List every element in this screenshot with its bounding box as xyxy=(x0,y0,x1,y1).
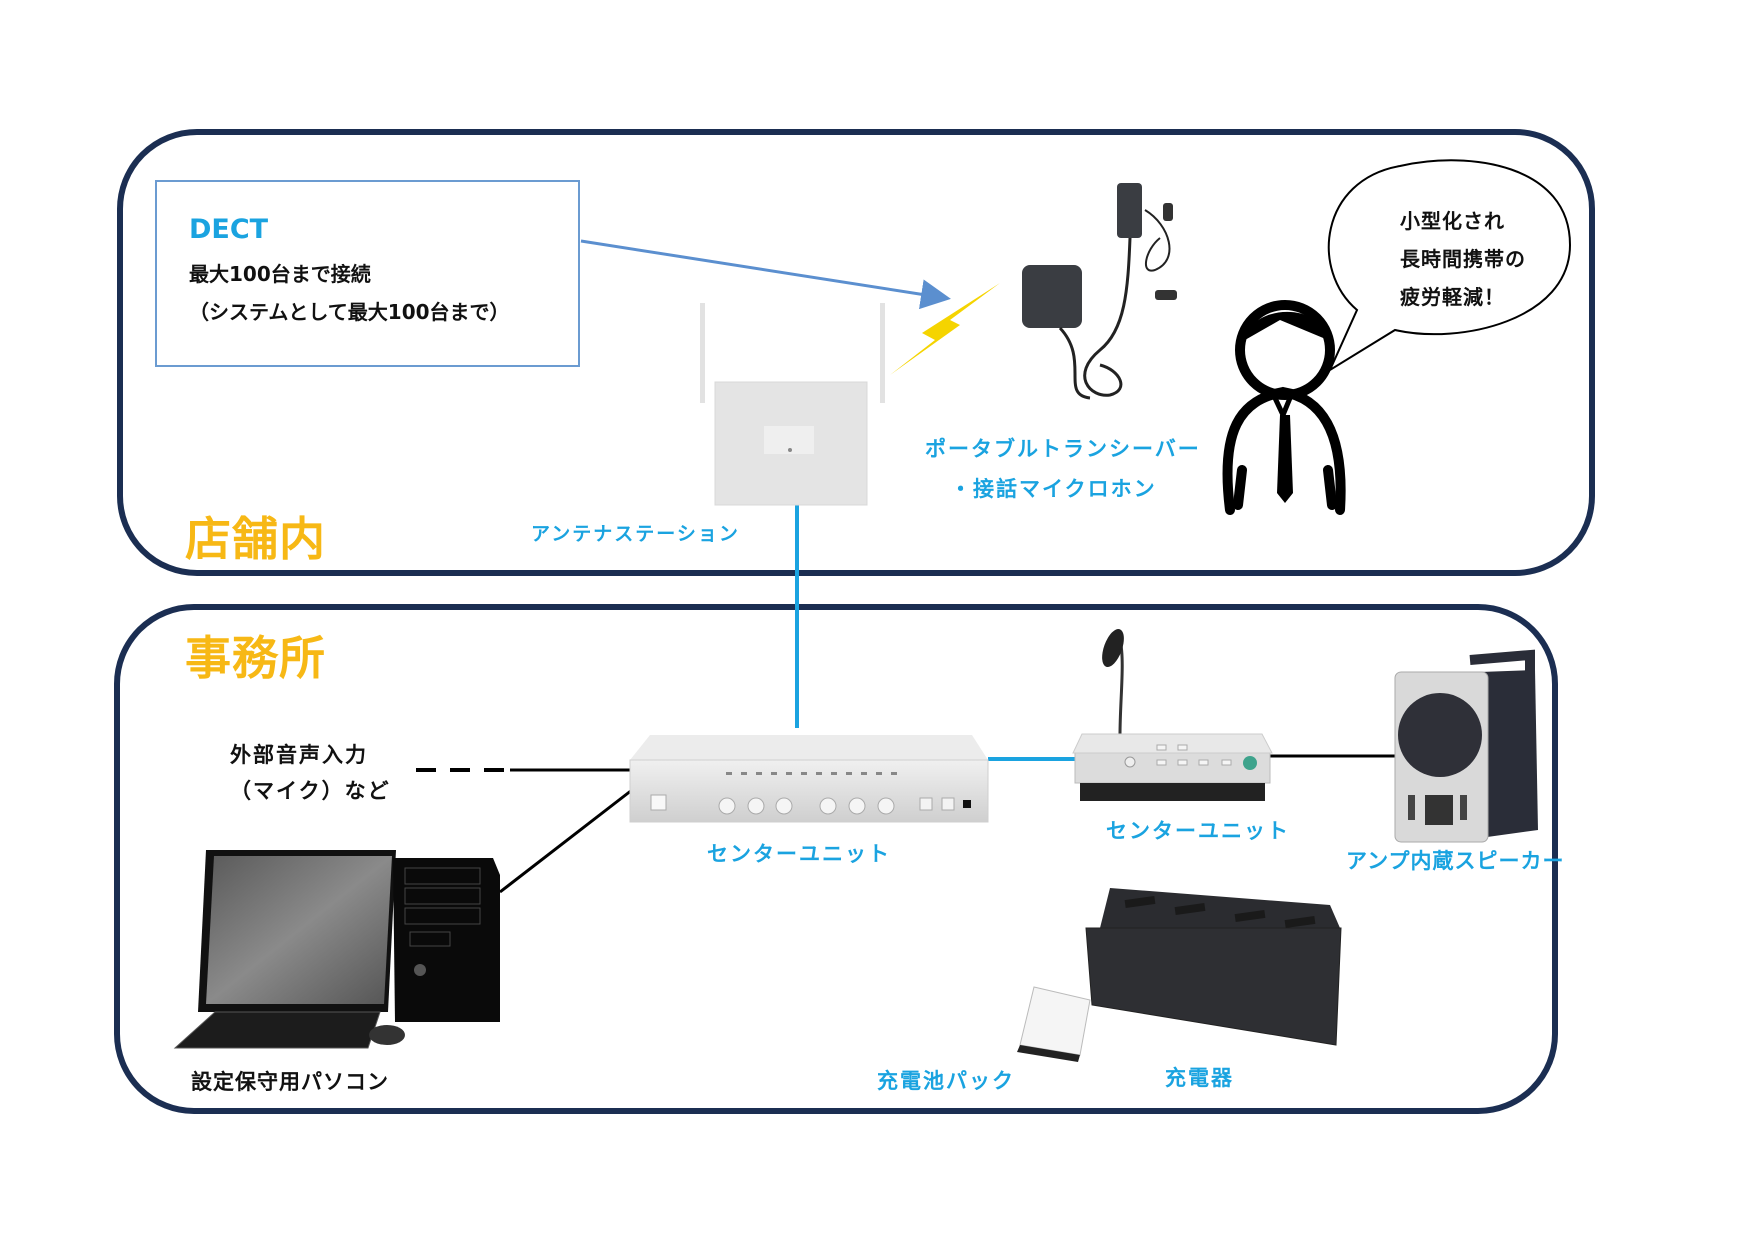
battery-pack-label: 充電池パック xyxy=(877,1069,1015,1093)
speech-bubble xyxy=(1327,159,1572,373)
antenna-station-image xyxy=(700,303,885,506)
person-icon xyxy=(1222,300,1346,515)
store-zone-title: 店舗内 xyxy=(185,512,326,566)
external-input-label-2: （マイク）など xyxy=(230,779,391,803)
pc-label: 設定保守用パソコン xyxy=(191,1070,389,1094)
center-unit-console-image xyxy=(1072,628,1273,801)
speech-bubble-text: 小型化され 長時間携帯の 疲労軽減！ xyxy=(1400,202,1526,316)
dect-arrow xyxy=(580,239,951,310)
dect-max-connections: 最大100台まで接続 xyxy=(189,262,371,286)
portable-transceiver-label-2: ・接話マイクロホン xyxy=(950,477,1157,501)
antenna-station-label: アンテナステーション xyxy=(531,523,740,545)
amp-speaker-image xyxy=(1394,649,1538,843)
portable-transceiver-image xyxy=(1022,183,1177,400)
speech-line-2: 長時間携帯の xyxy=(1400,247,1526,271)
charger-label: 充電器 xyxy=(1165,1066,1234,1090)
office-zone xyxy=(114,604,1558,1114)
pc-image xyxy=(173,850,500,1049)
external-input-label-1: 外部音声入力 xyxy=(230,743,368,767)
dect-info-box: DECT 最大100台まで接続 （システムとして最大100台まで） xyxy=(155,180,580,367)
amp-speaker-label: アンプ内蔵スピーカー xyxy=(1346,849,1565,873)
store-zone xyxy=(117,129,1595,576)
portable-transceiver-label-1: ポータブルトランシーバー xyxy=(925,437,1201,461)
battery-pack-image xyxy=(1017,986,1091,1062)
speech-line-3: 疲労軽減！ xyxy=(1400,285,1505,309)
dect-title: DECT xyxy=(189,214,269,245)
lightning-icon xyxy=(890,283,1000,375)
office-zone-title: 事務所 xyxy=(185,631,326,685)
center-unit-main-label: センターユニット xyxy=(707,842,891,866)
dect-system-limit: （システムとして最大100台まで） xyxy=(189,300,510,324)
center-unit-console-label: センターユニット xyxy=(1106,819,1290,843)
charger-image xyxy=(1085,888,1342,1046)
speech-line-1: 小型化され xyxy=(1400,209,1505,233)
center-unit-main-image xyxy=(629,735,989,823)
cable-pc-center xyxy=(499,788,633,894)
